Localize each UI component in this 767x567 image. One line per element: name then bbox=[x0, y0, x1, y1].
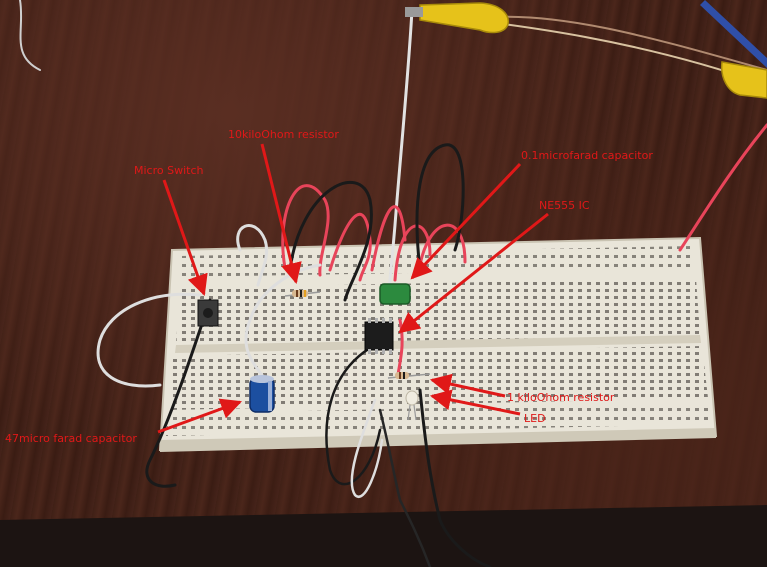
breadboard-icon bbox=[158, 236, 718, 452]
alligator-clip-right-icon bbox=[700, 0, 767, 99]
resistor-10k-icon bbox=[284, 290, 321, 297]
alligator-clip-icon bbox=[405, 2, 509, 34]
label-47uf-capacitor: 47micro farad capacitor bbox=[5, 432, 137, 445]
micro-switch-icon bbox=[197, 299, 219, 327]
ic-chip-icon bbox=[364, 318, 394, 354]
arrow-01uf-capacitor bbox=[410, 162, 522, 280]
arrow-micro-switch bbox=[162, 179, 208, 296]
label-01uf-capacitor: 0.1microfarad capacitor bbox=[521, 149, 653, 162]
arrow-led bbox=[429, 389, 521, 416]
ceramic-capacitor-icon bbox=[379, 283, 411, 305]
label-1k-resistor: 1 kiloOhom resistor bbox=[507, 391, 615, 404]
resistor-1k-icon bbox=[387, 372, 431, 379]
dark-cloth bbox=[0, 505, 767, 567]
led-icon bbox=[405, 390, 419, 421]
label-led: LED bbox=[524, 412, 546, 425]
electrolytic-capacitor-icon bbox=[249, 375, 275, 413]
arrow-10k-resistor bbox=[260, 143, 302, 285]
label-10k-resistor: 10kiloOhom resistor bbox=[228, 128, 339, 141]
label-micro-switch: Micro Switch bbox=[134, 164, 204, 177]
arrow-1k-resistor bbox=[429, 373, 506, 398]
arrow-47uf-capacitor bbox=[157, 398, 242, 434]
annotation-arrows bbox=[157, 143, 549, 434]
label-ne555-ic: NE555 IC bbox=[539, 199, 590, 212]
wires bbox=[19, 0, 767, 567]
arrow-ne555 bbox=[398, 212, 549, 334]
